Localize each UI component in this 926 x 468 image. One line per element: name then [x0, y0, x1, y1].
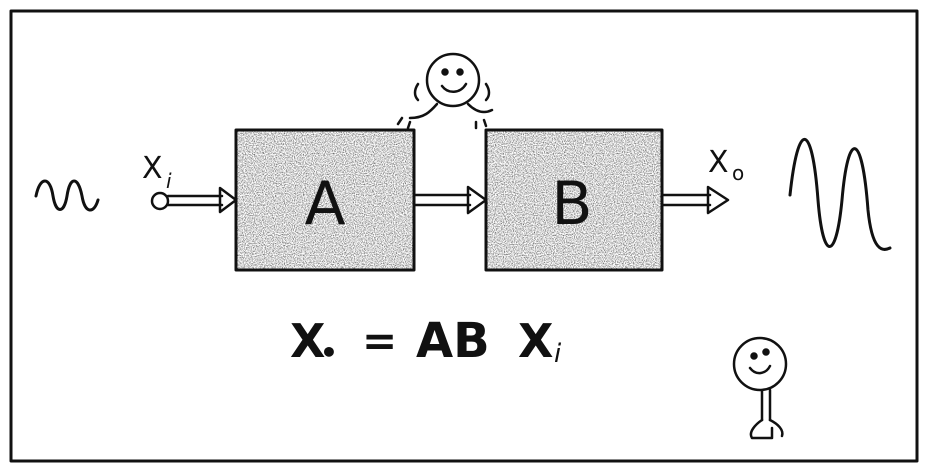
equation-gain: AB — [416, 313, 490, 369]
output-arrow — [662, 187, 728, 213]
input-label: X i — [142, 151, 172, 193]
diagram-frame — [11, 11, 917, 461]
equation-rhs: X — [518, 314, 553, 368]
standing-character-icon — [734, 338, 786, 438]
block-a-label: A — [304, 169, 345, 239]
block-a: A — [236, 130, 414, 270]
block-b-label: B — [551, 169, 592, 239]
svg-text:o: o — [732, 161, 744, 185]
svg-text:i: i — [166, 169, 172, 193]
output-waveform-icon — [790, 139, 890, 249]
equation-rhs-subscript: i — [554, 339, 562, 369]
bouncing-character-icon — [398, 54, 492, 128]
input-waveform-icon — [36, 181, 98, 210]
output-label: X o — [708, 145, 744, 185]
input-terminal — [152, 193, 168, 209]
input-arrow — [168, 188, 236, 212]
block-b: B — [486, 130, 662, 270]
svg-text:X: X — [708, 145, 729, 180]
equation-lhs-subscript: • — [320, 336, 338, 369]
svg-text:X: X — [142, 151, 163, 186]
equation: X • = AB X i — [290, 313, 562, 369]
equation-equals: = — [362, 316, 397, 365]
a-to-b-arrow — [414, 187, 486, 213]
